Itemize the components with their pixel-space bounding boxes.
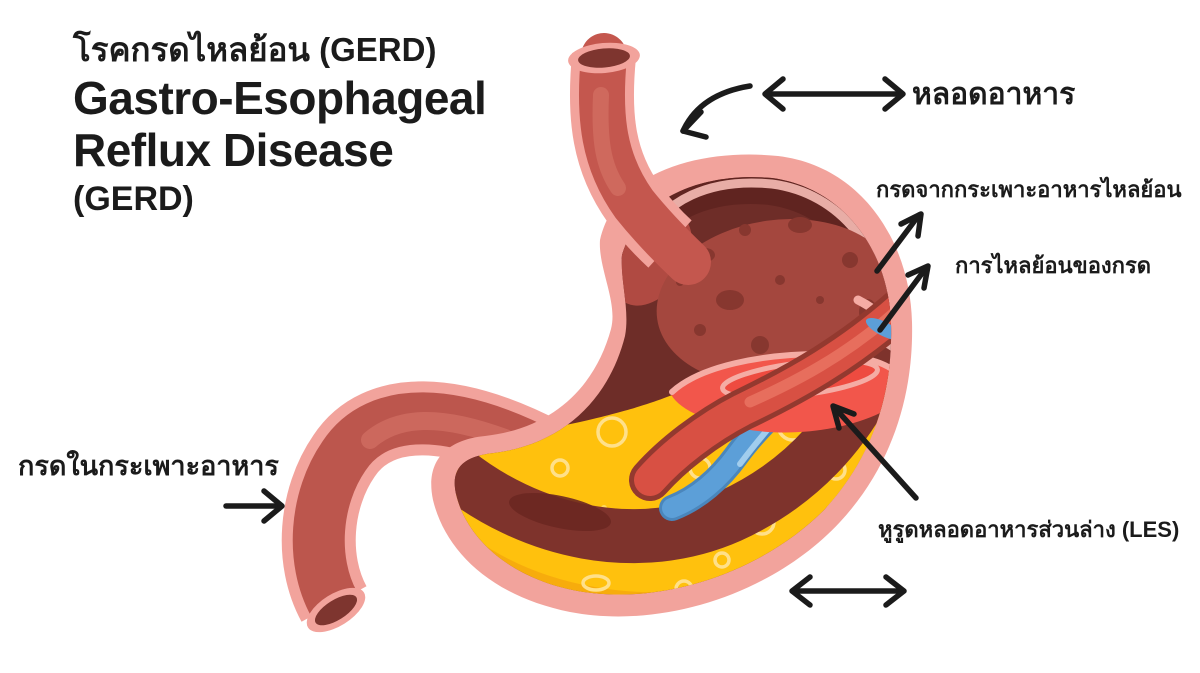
les-double-arrow xyxy=(789,574,907,608)
esophagus-opening xyxy=(568,42,640,74)
reflux-from-stomach-arrow xyxy=(874,211,924,274)
duodenum xyxy=(281,381,563,633)
stomach-body xyxy=(431,154,913,617)
label-acid-in-stomach: กรดในกระเพาะอาหาร xyxy=(18,451,279,481)
title-english-line2: Reflux Disease xyxy=(73,124,394,176)
label-esophagus: หลอดอาหาร xyxy=(912,78,1076,111)
reflux-flow-arrow xyxy=(877,263,931,333)
esophagus-double-arrow xyxy=(762,76,906,112)
title-thai: โรคกรดไหลย้อน (GERD) xyxy=(73,31,437,68)
label-acid-reflux-flow: การไหลย้อนของกรด xyxy=(955,253,1152,278)
title-block: โรคกรดไหลย้อน (GERD) Gastro-Esophageal R… xyxy=(73,28,487,222)
title-english-abbrev: (GERD) xyxy=(73,180,194,218)
les-arrow xyxy=(830,403,919,501)
label-lower-esophageal-sphincter: หูรูดหลอดอาหารส่วนล่าง (LES) xyxy=(878,517,1180,542)
esophagus xyxy=(568,33,711,285)
label-acid-reflux-from-stomach: กรดจากกระเพาะอาหารไหลย้อน xyxy=(876,177,1182,202)
duodenum-opening xyxy=(306,587,366,633)
title-english-line1: Gastro-Esophageal xyxy=(73,72,487,124)
acid-in-stomach-arrow xyxy=(223,488,285,524)
esophagus-curved-arrow xyxy=(680,83,753,140)
